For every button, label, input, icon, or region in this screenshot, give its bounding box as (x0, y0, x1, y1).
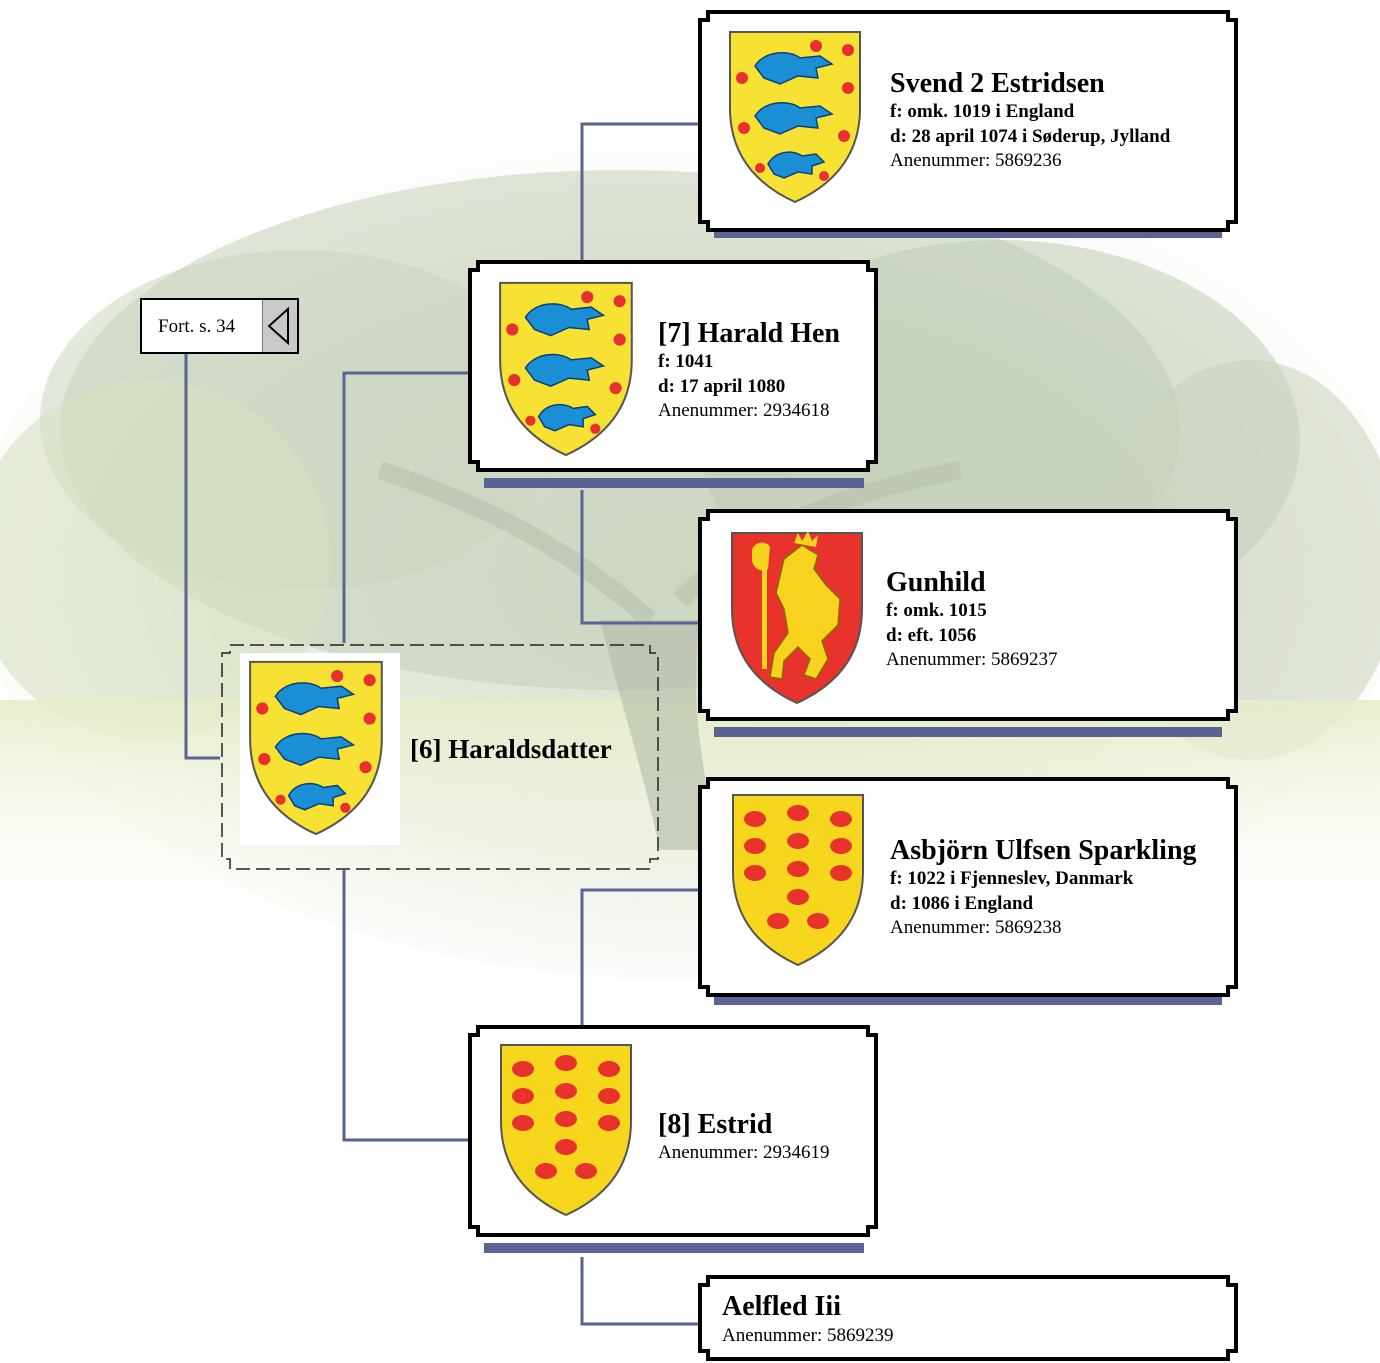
back-arrow-icon[interactable] (262, 300, 297, 352)
birth-fact: f: 1022 i Fjenneslev, Danmark (890, 868, 1134, 889)
person-name: [6] Haraldsdatter (410, 734, 612, 764)
person-box-harald[interactable]: [7] Harald Hen f: 1041 d: 17 april 1080 … (468, 260, 880, 492)
danish-lions-arms-icon (499, 281, 633, 457)
birth-fact: f: omk. 1019 i England (890, 101, 1075, 122)
anenummer: Anenummer: 5869237 (886, 649, 1058, 670)
danish-lions-arms-icon (249, 660, 383, 836)
danish-lions-arms-icon (729, 31, 861, 204)
person-name: Aelfled Iii (722, 1291, 841, 1322)
anenummer: Anenummer: 2934618 (658, 400, 830, 421)
connector-harald-svend (580, 122, 700, 260)
death-fact: d: eft. 1056 (886, 625, 977, 646)
continuation-box[interactable]: Fort. s. 34 (140, 298, 299, 354)
anenummer: Anenummer: 2934619 (658, 1142, 830, 1163)
person-box-aelfled[interactable]: Aelfled Iii Anenummer: 5869239 (698, 1275, 1238, 1361)
birth-fact: f: omk. 1015 (886, 600, 987, 621)
connector-harald-gunhild (580, 490, 700, 625)
box-frame (698, 1275, 1238, 1361)
person-name: Asbjörn Ulfsen Sparkling (890, 835, 1197, 866)
coat-of-arms (722, 791, 882, 971)
coat-of-arms (240, 653, 400, 845)
coat-of-arms (490, 274, 650, 466)
person-name: [7] Harald Hen (658, 318, 840, 349)
death-fact: d: 28 april 1074 i Søderup, Jylland (890, 126, 1171, 147)
person-name: Gunhild (886, 567, 986, 598)
death-fact: d: 17 april 1080 (658, 376, 786, 397)
connector-haraldsdatter-estrid (342, 870, 470, 1142)
person-box-gunhild[interactable]: Gunhild f: omk. 1015 d: eft. 1056 Anenum… (698, 509, 1238, 741)
coat-of-arms (720, 28, 878, 208)
connector-fort-haraldsdatter (184, 354, 220, 760)
coat-of-arms (722, 523, 880, 715)
person-box-svend[interactable]: Svend 2 Estridsen f: omk. 1019 i England… (698, 10, 1238, 242)
person-name: [8] Estrid (658, 1109, 773, 1140)
connector-haraldsdatter-harald (342, 371, 470, 643)
person-box-asbjorn[interactable]: Asbjörn Ulfsen Sparkling f: 1022 i Fjenn… (698, 777, 1238, 1009)
death-fact: d: 1086 i England (890, 893, 1034, 914)
hearts-arms-icon (732, 794, 864, 967)
hearts-arms-icon (500, 1044, 632, 1217)
continuation-label: Fort. s. 34 (158, 316, 236, 337)
norwegian-lion-arms-icon (731, 531, 863, 705)
anenummer: Anenummer: 5869239 (722, 1325, 894, 1346)
person-box-haraldsdatter[interactable]: [6] Haraldsdatter (220, 643, 660, 873)
person-name: Svend 2 Estridsen (890, 68, 1105, 99)
person-box-estrid[interactable]: [8] Estrid Anenummer: 2934619 (468, 1025, 880, 1257)
connector-estrid-asbjorn (580, 888, 700, 1027)
coat-of-arms (490, 1041, 650, 1221)
birth-fact: f: 1041 (658, 351, 714, 372)
anenummer: Anenummer: 5869236 (890, 150, 1062, 171)
box-frame (221, 644, 659, 870)
anenummer: Anenummer: 5869238 (890, 917, 1062, 938)
connector-estrid-aelfled (580, 1257, 700, 1326)
